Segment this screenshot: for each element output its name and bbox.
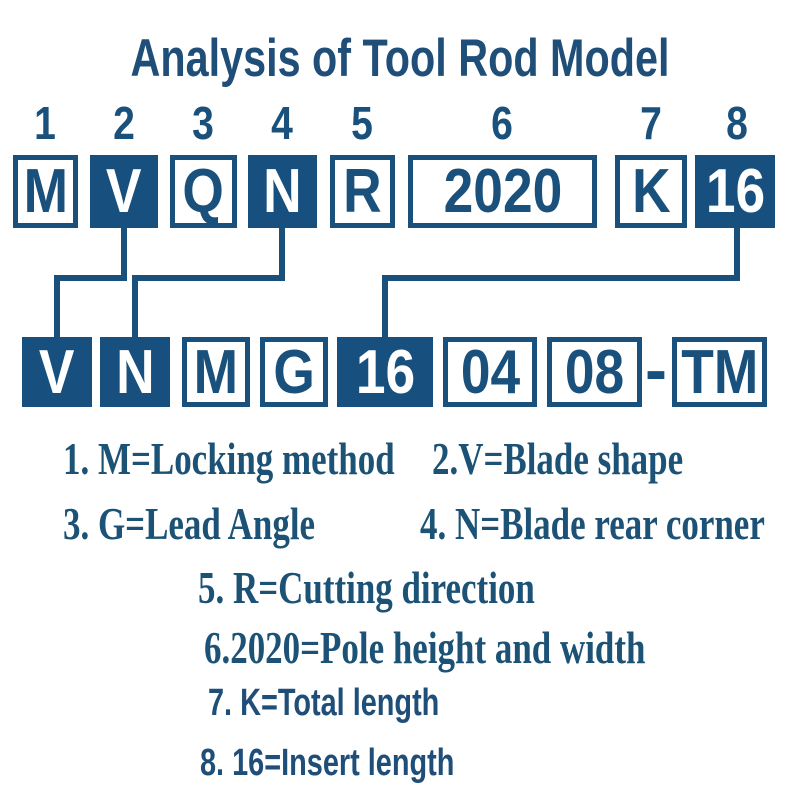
- code-box-bottom-04: 04: [443, 337, 537, 407]
- code-box-top-total-length: K: [615, 155, 687, 228]
- position-number-1: 1: [34, 97, 56, 149]
- code-text: TM: [681, 337, 758, 407]
- code-box-top-pole-size: 2020: [408, 155, 597, 228]
- code-box-bottom-16: 16: [337, 337, 433, 407]
- code-text: V: [106, 157, 142, 226]
- code-box-top-blade-shape: V: [90, 155, 158, 228]
- position-number-7: 7: [640, 97, 662, 149]
- code-box-top-lead-angle: Q: [170, 155, 237, 228]
- code-text: R: [343, 157, 382, 226]
- code-box-bottom-n: N: [100, 337, 170, 407]
- legend-item-blade-shape: 2.V=Blade shape: [432, 433, 684, 484]
- code-text: N: [115, 337, 155, 407]
- code-text: N: [263, 157, 302, 226]
- legend-item-locking-method: 1. M=Locking method: [63, 433, 395, 484]
- legend-item-blade-rear-corner: 4. N=Blade rear corner: [420, 498, 765, 549]
- legend-item-pole-size: 6.2020=Pole height and width: [204, 622, 646, 673]
- code-text: 04: [460, 337, 520, 407]
- code-box-bottom-08: 08: [547, 337, 642, 407]
- legend-item-total-length: 7. K=Total length: [208, 682, 440, 724]
- position-number-6: 6: [491, 97, 513, 149]
- legend-item-cutting-direction: 5. R=Cutting direction: [198, 562, 535, 613]
- code-text: 2020: [443, 157, 562, 226]
- connector-v-to-blade-shape-down: [54, 275, 60, 337]
- code-box-top-blade-rear-corner: N: [248, 155, 317, 228]
- code-box-bottom-m: M: [182, 337, 250, 407]
- connector-16-to-insert-down: [382, 275, 388, 337]
- code-separator-dash: -: [645, 332, 667, 406]
- code-text: 16: [705, 157, 765, 226]
- code-box-bottom-v: V: [22, 337, 92, 407]
- code-text: K: [631, 157, 671, 226]
- position-number-2: 2: [113, 97, 135, 149]
- code-box-top-locking-method: M: [13, 155, 78, 228]
- code-box-bottom-tm: TM: [672, 337, 767, 407]
- code-text: 16: [355, 337, 415, 407]
- connector-16-to-insert-drop: [734, 228, 740, 281]
- legend-item-insert-length: 8. 16=Insert length: [200, 742, 455, 784]
- connector-n-to-rear-corner-across: [132, 275, 285, 281]
- position-number-5: 5: [351, 97, 373, 149]
- page-title: Analysis of Tool Rod Model: [130, 29, 670, 88]
- connector-n-to-rear-corner-drop: [279, 228, 285, 281]
- code-text: 08: [564, 337, 625, 407]
- code-text: G: [273, 337, 315, 407]
- connector-v-to-blade-shape-across: [54, 275, 127, 281]
- code-box-top-insert-length: 16: [695, 155, 775, 228]
- legend-item-lead-angle: 3. G=Lead Angle: [63, 498, 316, 549]
- connector-16-to-insert-across: [382, 275, 740, 281]
- connector-n-to-rear-corner-down: [132, 275, 138, 337]
- code-text: V: [39, 337, 75, 407]
- connector-v-to-blade-shape-drop: [121, 228, 127, 281]
- code-box-top-cutting-direction: R: [330, 155, 395, 228]
- code-text: M: [23, 157, 68, 226]
- position-number-3: 3: [192, 97, 214, 149]
- code-box-bottom-g: G: [260, 337, 328, 407]
- code-text: Q: [182, 157, 225, 226]
- code-text: M: [193, 337, 239, 407]
- position-number-8: 8: [726, 97, 748, 149]
- position-number-4: 4: [271, 97, 293, 149]
